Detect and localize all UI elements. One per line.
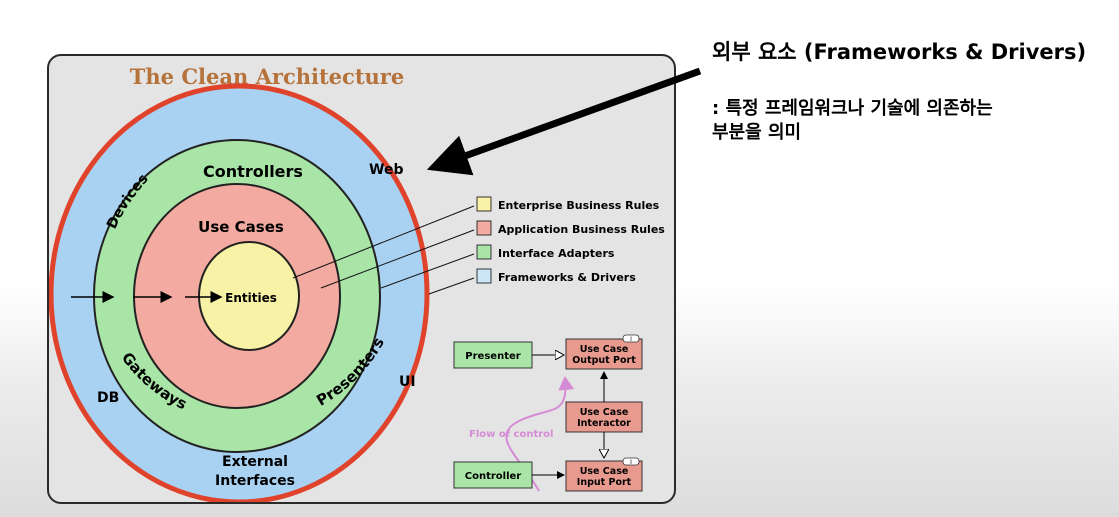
entities-label: Entities	[225, 291, 277, 305]
legend-label-adapters: Interface Adapters	[498, 247, 615, 260]
interactor-label-2: Interactor	[577, 418, 631, 429]
controller-box	[453, 461, 533, 489]
interactor-label-1: Use Case	[580, 407, 629, 418]
flow-of-control-diagram: Flow of control Presenter Use Case Outpu…	[453, 334, 643, 492]
output-port-box	[565, 338, 643, 370]
controllers-label: Controllers	[203, 162, 303, 181]
annotation-line-1: : 특정 프레임워크나 기술에 의존하는	[712, 98, 993, 119]
diagram-panel: The Clean Architecture Devices Web DB UI…	[47, 54, 676, 504]
ui-label: UI	[399, 374, 416, 390]
legend-label-frameworks: Frameworks & Drivers	[498, 271, 636, 284]
interfaces-label: Interfaces	[215, 473, 295, 489]
legend-leader-2	[320, 229, 475, 289]
legend-label-enterprise: Enterprise Business Rules	[498, 199, 660, 212]
legend-leader-3	[380, 253, 475, 289]
annotation-arrow	[426, 67, 702, 176]
legend-swatch-frameworks	[476, 268, 492, 284]
controller-label: Controller	[465, 471, 522, 482]
legend-leader-4	[428, 277, 475, 295]
use-cases-label: Use Cases	[198, 218, 284, 236]
flow-of-control-label: Flow of control	[469, 429, 553, 440]
legend-label-application: Application Business Rules	[498, 223, 665, 236]
output-port-label-1: Use Case	[580, 344, 629, 355]
web-label: Web	[369, 162, 403, 178]
input-port-label-1: Use Case	[580, 466, 629, 477]
input-port-box	[565, 460, 643, 492]
legend: Enterprise Business Rules Application Bu…	[476, 196, 665, 284]
output-port-label-2: Output Port	[572, 355, 636, 366]
db-label: DB	[97, 390, 119, 406]
presenter-box	[453, 341, 533, 369]
diagram-title: The Clean Architecture	[130, 64, 404, 89]
annotation-line-2: 부분을 의미	[712, 122, 802, 143]
input-port-label-2: Input Port	[577, 477, 632, 488]
external-label: External	[222, 454, 288, 470]
legend-swatch-enterprise	[476, 196, 492, 212]
input-port-badge	[622, 457, 640, 466]
output-port-badge-label: I	[630, 336, 632, 343]
clean-architecture-diagram: The Clean Architecture Devices Web DB UI…	[49, 64, 665, 502]
legend-leader-1	[292, 205, 475, 279]
legend-swatch-adapters	[476, 244, 492, 260]
entities-core	[198, 241, 300, 351]
output-port-badge	[622, 334, 640, 343]
presenter-label: Presenter	[465, 351, 520, 362]
annotation-title: 외부 요소 (Frameworks & Drivers)	[712, 40, 1087, 64]
input-port-badge-label: I	[630, 459, 632, 466]
interactor-box	[565, 401, 643, 433]
legend-swatch-application	[476, 220, 492, 236]
